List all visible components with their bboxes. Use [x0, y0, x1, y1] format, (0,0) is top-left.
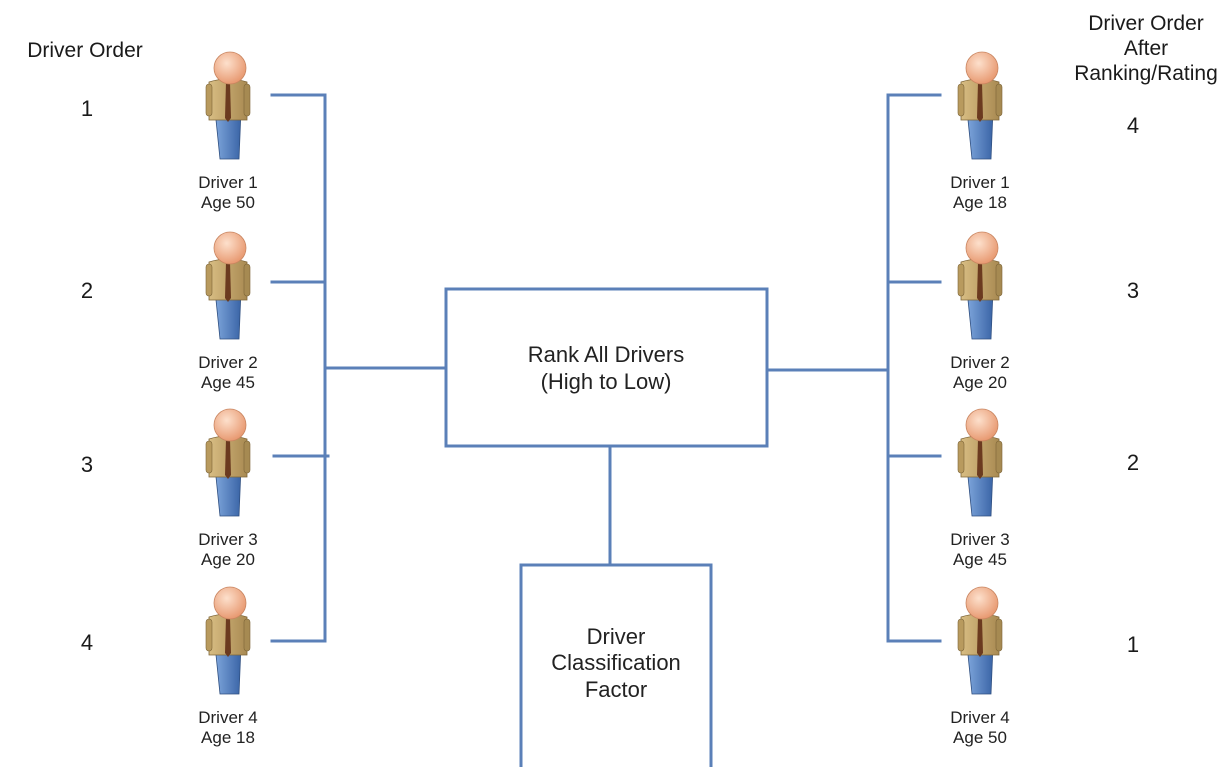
driver-age-label: Age 18: [201, 728, 255, 747]
driver-person-icon: [205, 231, 251, 340]
driver-name-label: Driver 3: [198, 530, 258, 549]
driver-person-icon: [205, 51, 251, 160]
person-left-arm: [957, 263, 965, 297]
driver-person-icon: [957, 586, 1003, 695]
rank-box-line-2: (High to Low): [541, 369, 672, 394]
left-order-number: 2: [81, 278, 93, 303]
right-order-number: 1: [1127, 632, 1139, 657]
right-column-header-line-3: Ranking/Rating: [1074, 62, 1218, 85]
driver-age-label: Age 45: [953, 550, 1007, 569]
classification-factor-box: [519, 563, 713, 767]
driver-name-label: Driver 2: [198, 353, 258, 372]
person-head: [213, 51, 247, 85]
factor-box-line-3: Factor: [585, 677, 647, 702]
left-order-number: 1: [81, 96, 93, 121]
person-tie: [977, 439, 983, 479]
person-left-arm: [205, 83, 213, 117]
person-tie: [977, 617, 983, 657]
driver-person-icon: [205, 408, 251, 517]
driver-age-label: Age 18: [953, 193, 1007, 212]
right-order-number: 4: [1127, 113, 1139, 138]
person-right-arm: [995, 440, 1003, 474]
person-head: [965, 51, 999, 85]
driver-name-label: Driver 2: [950, 353, 1010, 372]
rank-box: [444, 287, 769, 448]
driver-age-label: Age 20: [201, 550, 255, 569]
person-tie: [977, 262, 983, 302]
right-column-header-line-1: Driver Order: [1088, 12, 1204, 35]
driver-age-label: Age 45: [201, 373, 255, 392]
connector-lines: [270, 93, 942, 643]
driver-person-icon: [205, 586, 251, 695]
left-order-number: 3: [81, 452, 93, 477]
person-right-arm: [243, 440, 251, 474]
person-head: [965, 231, 999, 265]
person-tie: [225, 439, 231, 479]
rank-box-line-1: Rank All Drivers: [528, 342, 684, 367]
person-head: [213, 408, 247, 442]
factor-box-line-1: Driver: [587, 624, 646, 649]
person-left-arm: [957, 440, 965, 474]
driver-name-label: Driver 1: [198, 173, 258, 192]
left-order-number: 4: [81, 630, 93, 655]
person-right-arm: [243, 263, 251, 297]
person-right-arm: [243, 618, 251, 652]
person-left-arm: [205, 440, 213, 474]
person-right-arm: [995, 83, 1003, 117]
person-left-arm: [205, 618, 213, 652]
driver-person-icon: [957, 408, 1003, 517]
driver-name-label: Driver 1: [950, 173, 1010, 192]
person-right-arm: [243, 83, 251, 117]
driver-name-label: Driver 4: [198, 708, 258, 727]
left-column-header: Driver Order: [27, 39, 143, 62]
person-left-arm: [957, 618, 965, 652]
driver-name-label: Driver 4: [950, 708, 1010, 727]
driver-person-icon: [957, 51, 1003, 160]
person-head: [965, 586, 999, 620]
person-tie: [977, 82, 983, 122]
person-left-arm: [205, 263, 213, 297]
person-right-arm: [995, 618, 1003, 652]
person-head: [965, 408, 999, 442]
person-tie: [225, 617, 231, 657]
person-left-arm: [957, 83, 965, 117]
factor-box-line-2: Classification: [551, 650, 681, 675]
right-order-number: 2: [1127, 450, 1139, 475]
right-column-header-line-2: After: [1124, 37, 1168, 60]
person-tie: [225, 82, 231, 122]
driver-age-label: Age 20: [953, 373, 1007, 392]
person-head: [213, 586, 247, 620]
person-tie: [225, 262, 231, 302]
driver-age-label: Age 50: [953, 728, 1007, 747]
person-head: [213, 231, 247, 265]
driver-age-label: Age 50: [201, 193, 255, 212]
right-order-number: 3: [1127, 278, 1139, 303]
driver-name-label: Driver 3: [950, 530, 1010, 549]
person-right-arm: [995, 263, 1003, 297]
driver-person-icon: [957, 231, 1003, 340]
